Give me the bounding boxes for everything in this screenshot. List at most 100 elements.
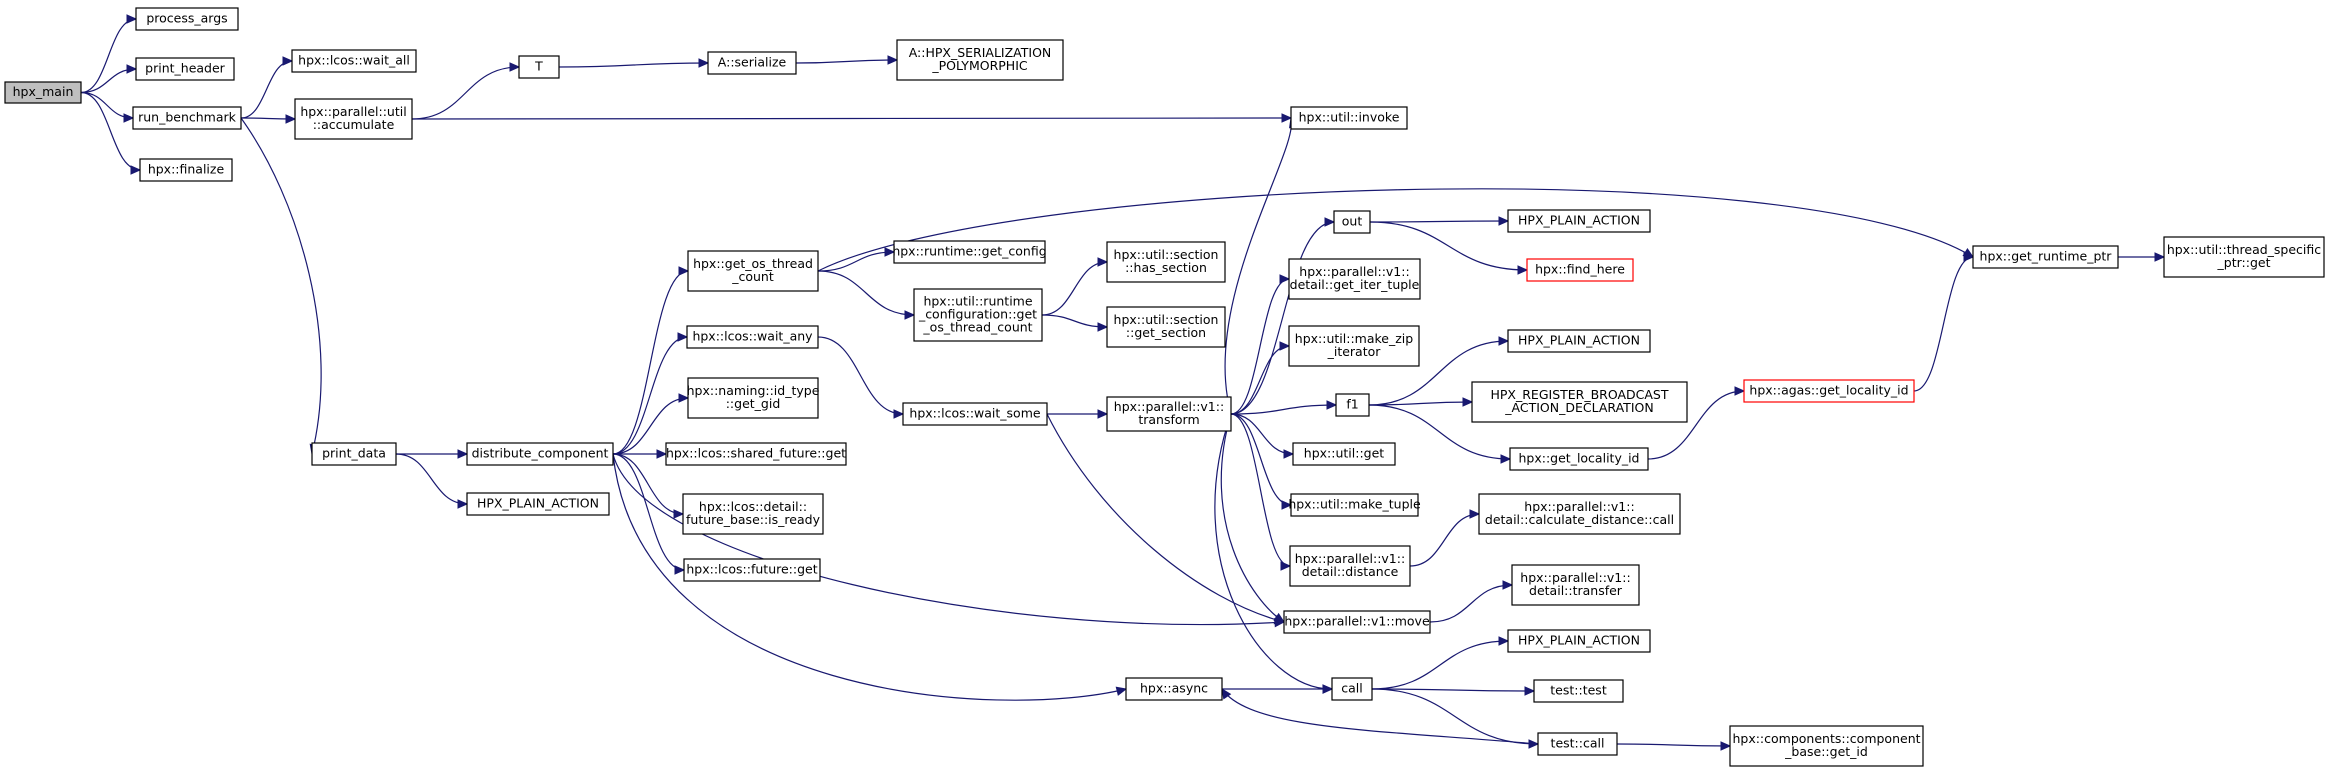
edge-run_benchmark-to-print_data bbox=[240, 117, 322, 456]
node-serial-poly[interactable]: A::HPX_SERIALIZATION_POLYMORPHIC bbox=[896, 39, 1064, 81]
node-test-test[interactable]: test::test bbox=[1533, 679, 1624, 703]
node-make-tuple[interactable]: hpx::util::make_tuple bbox=[1288, 493, 1421, 517]
node-label: distribute_component bbox=[472, 446, 609, 461]
node-label: future_base::is_ready bbox=[686, 512, 821, 527]
edge-serialize-to-serial_poly bbox=[795, 55, 899, 65]
arrowhead bbox=[1524, 686, 1536, 696]
node-transform[interactable]: hpx::parallel::v1::transform bbox=[1106, 396, 1232, 432]
node-process-args[interactable]: process_args bbox=[135, 7, 239, 31]
node-async[interactable]: hpx::async bbox=[1125, 677, 1223, 701]
arrowhead bbox=[1283, 449, 1295, 459]
arrowhead bbox=[1115, 686, 1128, 696]
arrowhead bbox=[126, 64, 138, 74]
arrowhead bbox=[509, 62, 521, 72]
arrowhead bbox=[1469, 509, 1481, 519]
node-label: hpx::parallel::v1:: bbox=[1295, 551, 1405, 566]
edge-distribute-to-is_ready bbox=[612, 453, 685, 519]
edge-out-to-find_here bbox=[1369, 221, 1529, 275]
edge-transform-to-out bbox=[1230, 217, 1336, 415]
node-os-thread[interactable]: hpx::get_os_thread_count bbox=[687, 250, 819, 292]
node-label: hpx::agas::get_locality_id bbox=[1749, 383, 1908, 398]
node-test-call[interactable]: test::call bbox=[1537, 732, 1618, 756]
node-detail-distance[interactable]: hpx::parallel::v1::detail::distance bbox=[1289, 545, 1411, 587]
node-broadcast[interactable]: HPX_REGISTER_BROADCAST_ACTION_DECLARATIO… bbox=[1471, 381, 1688, 423]
edge-print_data-to-hpa_plain_1 bbox=[395, 453, 469, 509]
arrowhead bbox=[457, 499, 469, 509]
node-label: hpx::util::runtime bbox=[923, 294, 1032, 309]
node-find-here[interactable]: hpx::find_here bbox=[1526, 258, 1634, 282]
arrowhead bbox=[1097, 257, 1109, 267]
node-transfer[interactable]: hpx::parallel::v1::detail::transfer bbox=[1511, 564, 1640, 606]
node-T[interactable]: T bbox=[518, 55, 560, 79]
node-get-section[interactable]: hpx::util::section::get_section bbox=[1106, 306, 1226, 348]
node-f1[interactable]: f1 bbox=[1335, 393, 1370, 417]
edge-rt_cfg-to-has_section bbox=[1041, 257, 1109, 316]
arrowhead bbox=[904, 310, 916, 320]
node-out[interactable]: out bbox=[1333, 210, 1371, 234]
node-wait-any[interactable]: hpx::lcos::wait_any bbox=[686, 325, 819, 349]
node-run-benchmark[interactable]: run_benchmark bbox=[132, 106, 242, 130]
node-accumulate[interactable]: hpx::parallel::util::accumulate bbox=[294, 98, 413, 140]
node-label: hpx_main bbox=[13, 84, 74, 99]
node-label: detail::distance bbox=[1302, 564, 1399, 579]
node-label: _iterator bbox=[1327, 344, 1382, 359]
node-print-data[interactable]: print_data bbox=[311, 442, 397, 466]
node-label: ::accumulate bbox=[313, 117, 395, 132]
arrowhead bbox=[1279, 274, 1291, 284]
node-runtime-ptr[interactable]: hpx::get_runtime_ptr bbox=[1972, 245, 2119, 269]
edge-rt_cfg-to-get_section bbox=[1041, 314, 1109, 332]
edge-hpx_main-to-hpx_finalize bbox=[80, 91, 142, 175]
node-rt-cfg[interactable]: hpx::util::runtime_configuration::get_os… bbox=[913, 288, 1043, 342]
node-hpx-finalize[interactable]: hpx::finalize bbox=[139, 158, 233, 182]
node-f-get[interactable]: hpx::lcos::future::get bbox=[683, 558, 821, 582]
arrowhead bbox=[673, 509, 685, 519]
arrowhead bbox=[1963, 252, 1975, 262]
edge-runtime_ptr-to-ts_ptr_get bbox=[2117, 252, 2166, 262]
node-distribute[interactable]: distribute_component bbox=[466, 442, 614, 466]
node-label: f1 bbox=[1346, 397, 1358, 412]
edge-run_benchmark-to-wait_all bbox=[240, 56, 294, 119]
arrowhead bbox=[1324, 217, 1336, 227]
node-hpa-plain-2[interactable]: HPX_PLAIN_ACTION bbox=[1507, 209, 1651, 233]
edge-T-to-serialize bbox=[558, 58, 710, 68]
node-hpa-plain-1[interactable]: HPX_PLAIN_ACTION bbox=[466, 492, 610, 516]
edge-accumulate-to-invoke bbox=[411, 113, 1293, 123]
arrowhead bbox=[285, 114, 297, 124]
node-util-get[interactable]: hpx::util::get bbox=[1292, 442, 1396, 466]
node-label: HPX_REGISTER_BROADCAST bbox=[1490, 387, 1668, 402]
node-calc-dist[interactable]: hpx::parallel::v1::detail::calculate_dis… bbox=[1478, 493, 1681, 535]
node-invoke[interactable]: hpx::util::invoke bbox=[1290, 106, 1408, 130]
node-label: _ptr::get bbox=[2217, 255, 2271, 270]
node-label: T bbox=[534, 59, 543, 74]
node-ts-ptr-get[interactable]: hpx::util::thread_specific_ptr::get bbox=[2163, 236, 2325, 278]
node-has-section[interactable]: hpx::util::section::has_section bbox=[1106, 241, 1226, 283]
node-iter-tuple[interactable]: hpx::parallel::v1::detail::get_iter_tupl… bbox=[1288, 258, 1421, 300]
node-serialize[interactable]: A::serialize bbox=[707, 51, 797, 75]
node-get-locality-id[interactable]: hpx::get_locality_id bbox=[1509, 447, 1649, 471]
node-label: _count bbox=[731, 269, 774, 284]
node-get-gid[interactable]: hpx::naming::id_type::get_gid bbox=[687, 377, 820, 419]
node-print-header[interactable]: print_header bbox=[135, 57, 235, 81]
edge-wait_any-to-wait_some bbox=[817, 336, 905, 419]
node-sf-get[interactable]: hpx::lcos::shared_future::get bbox=[665, 442, 847, 466]
node-label: hpx::lcos::wait_any bbox=[692, 329, 813, 344]
node-hpa-plain-4[interactable]: HPX_PLAIN_ACTION bbox=[1507, 629, 1651, 653]
arrowhead bbox=[893, 409, 905, 419]
node-is-ready[interactable]: hpx::lcos::detail::future_base::is_ready bbox=[682, 493, 824, 535]
node-comp-get-id[interactable]: hpx::components::component_base::get_id bbox=[1729, 725, 1924, 767]
node-wait-all[interactable]: hpx::lcos::wait_all bbox=[291, 49, 417, 73]
node-agas-loc[interactable]: hpx::agas::get_locality_id bbox=[1743, 379, 1915, 403]
arrowhead bbox=[1498, 336, 1510, 346]
node-hpa-plain-3[interactable]: HPX_PLAIN_ACTION bbox=[1507, 329, 1651, 353]
node-call[interactable]: call bbox=[1331, 677, 1373, 701]
node-get-config[interactable]: hpx::runtime::get_config bbox=[892, 240, 1047, 264]
edge-call-to-hpa_plain_4 bbox=[1371, 636, 1510, 690]
node-label: print_data bbox=[322, 446, 386, 461]
node-zip-iter[interactable]: hpx::util::make_zip_iterator bbox=[1288, 325, 1420, 367]
node-label: A::HPX_SERIALIZATION bbox=[909, 45, 1052, 60]
node-label: HPX_PLAIN_ACTION bbox=[1518, 333, 1640, 348]
node-move[interactable]: hpx::parallel::v1::move bbox=[1283, 610, 1431, 634]
node-label: hpx::lcos::wait_all bbox=[298, 53, 410, 68]
node-wait-some[interactable]: hpx::lcos::wait_some bbox=[902, 402, 1048, 426]
edge-f1-to-get_locality_id bbox=[1368, 404, 1512, 464]
